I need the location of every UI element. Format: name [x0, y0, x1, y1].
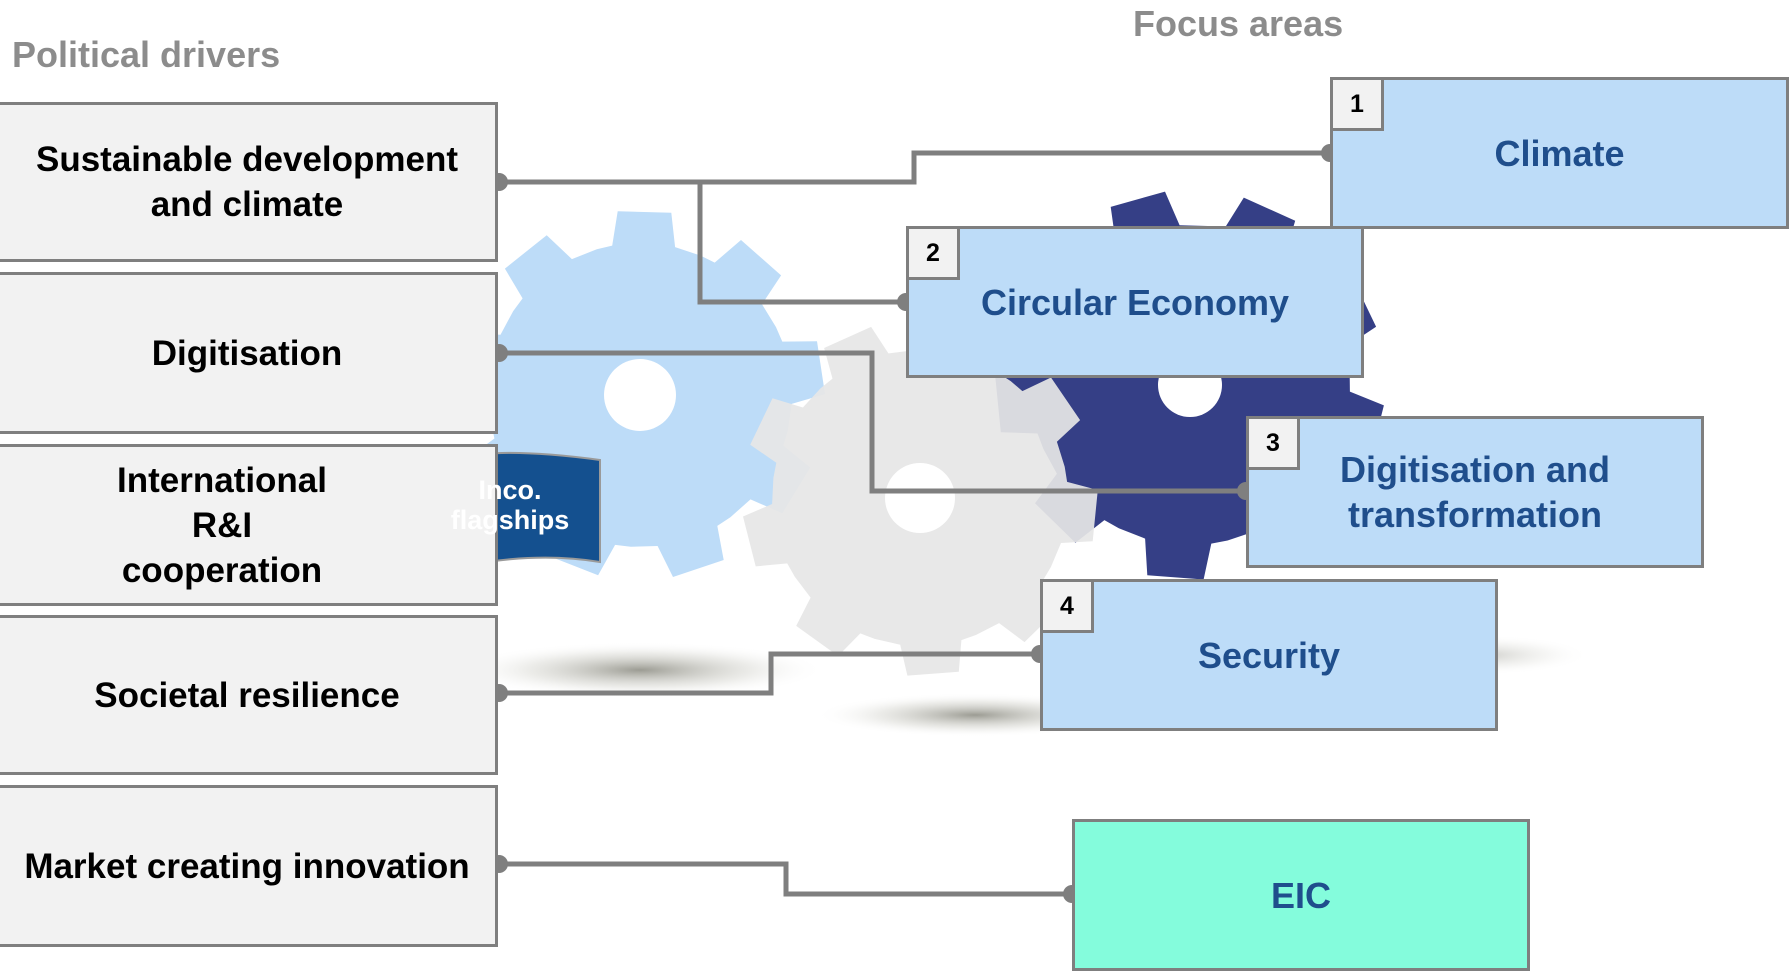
focus-areas-heading: Focus areas	[1133, 3, 1344, 44]
driver-label: Digitisation	[151, 333, 343, 373]
gear-grey-hole-icon	[885, 463, 955, 533]
focus-number-badge: 4	[1040, 579, 1094, 633]
focus-security: 4 Security	[1040, 579, 1498, 731]
driver-market-creating-innovation: Market creating innovation	[0, 785, 498, 947]
political-drivers-heading: Political drivers	[12, 34, 281, 75]
focus-label: Climate	[1494, 132, 1625, 174]
connector-sustainable-circular	[697, 182, 906, 305]
connector-lines	[499, 150, 1330, 897]
driver-label: Societal resilience	[94, 675, 400, 715]
driver-international-cooperation: International R&I cooperation	[0, 444, 498, 606]
focus-label: Digitisation and transformation	[1340, 449, 1610, 535]
connector-resilience-security	[499, 651, 1040, 696]
driver-label: International R&I cooperation	[116, 460, 328, 590]
focus-number-badge: 1	[1330, 77, 1384, 131]
connector-market-eic	[499, 861, 1072, 897]
focus-digitisation-transformation: 3 Digitisation and transformation	[1246, 416, 1704, 568]
driver-sustainable-development: Sustainable development and climate	[0, 102, 498, 262]
focus-label: Security	[1197, 634, 1341, 676]
focus-climate: 1 Climate	[1330, 77, 1789, 229]
focus-eic: EIC	[1072, 819, 1530, 971]
focus-number-badge: 3	[1246, 416, 1300, 470]
connector-sustainable-climate	[499, 150, 1330, 185]
shadow-left	[455, 642, 825, 698]
focus-label: Circular Economy	[980, 281, 1290, 323]
focus-label: EIC	[1270, 874, 1331, 916]
focus-circular-economy: 2 Circular Economy	[906, 226, 1364, 378]
inco-flagships-label: Inco. flagships	[450, 475, 570, 535]
driver-societal-resilience: Societal resilience	[0, 615, 498, 775]
gear-light-blue-hole-icon	[604, 359, 676, 431]
driver-label: Sustainable development and climate	[35, 140, 459, 224]
driver-digitisation: Digitisation	[0, 272, 498, 434]
driver-label: Market creating innovation	[24, 846, 470, 886]
focus-number-badge: 2	[906, 226, 960, 280]
connector-digitisation-transformation	[499, 350, 1246, 494]
